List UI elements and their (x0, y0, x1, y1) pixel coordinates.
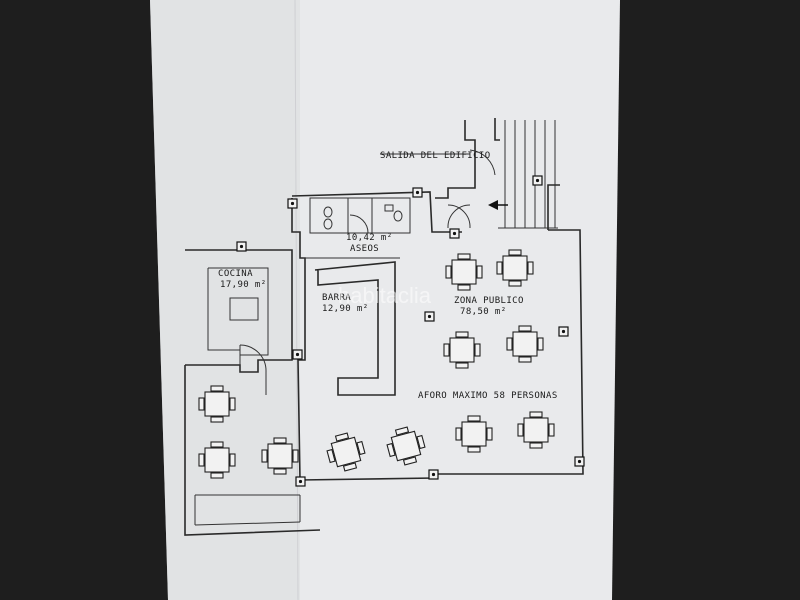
column-icon (236, 175, 585, 487)
restrooms-area: 10,42 m² (346, 233, 393, 243)
restrooms-block (309, 197, 411, 234)
table-icon (386, 426, 426, 466)
watermark: habitaclia (338, 283, 432, 308)
table-icon (496, 249, 534, 287)
table-icon (445, 253, 483, 291)
door-swing-icon (447, 204, 471, 229)
table-icon (326, 432, 366, 472)
capacity-label: AFORO MAXIMO 58 PERSONAS (418, 391, 558, 401)
door-swing-icon (469, 149, 496, 176)
restrooms-name: ASEOS (350, 244, 379, 254)
table-icon (443, 331, 481, 369)
bar-counter (314, 261, 396, 396)
kitchen-name: COCINA (218, 269, 253, 279)
table-icon (506, 325, 544, 363)
table-icon (261, 437, 299, 475)
table-icon (455, 415, 493, 453)
table-icon (517, 411, 555, 449)
table-icon (198, 441, 236, 479)
bar-name: BARRA (322, 293, 351, 303)
kitchen-area: 17,90 m² (220, 280, 267, 290)
door-swing-icon (239, 344, 267, 373)
arrow-icon (488, 200, 498, 210)
toilet-icon (323, 204, 403, 230)
table-icon (198, 385, 236, 423)
public-zone-area: 78,50 m² (460, 307, 507, 317)
public-zone-name: ZONA PUBLICO (454, 296, 524, 306)
bar-area: 12,90 m² (322, 304, 369, 314)
exit-label: SALIDA DEL EDIFICIO (380, 151, 491, 161)
